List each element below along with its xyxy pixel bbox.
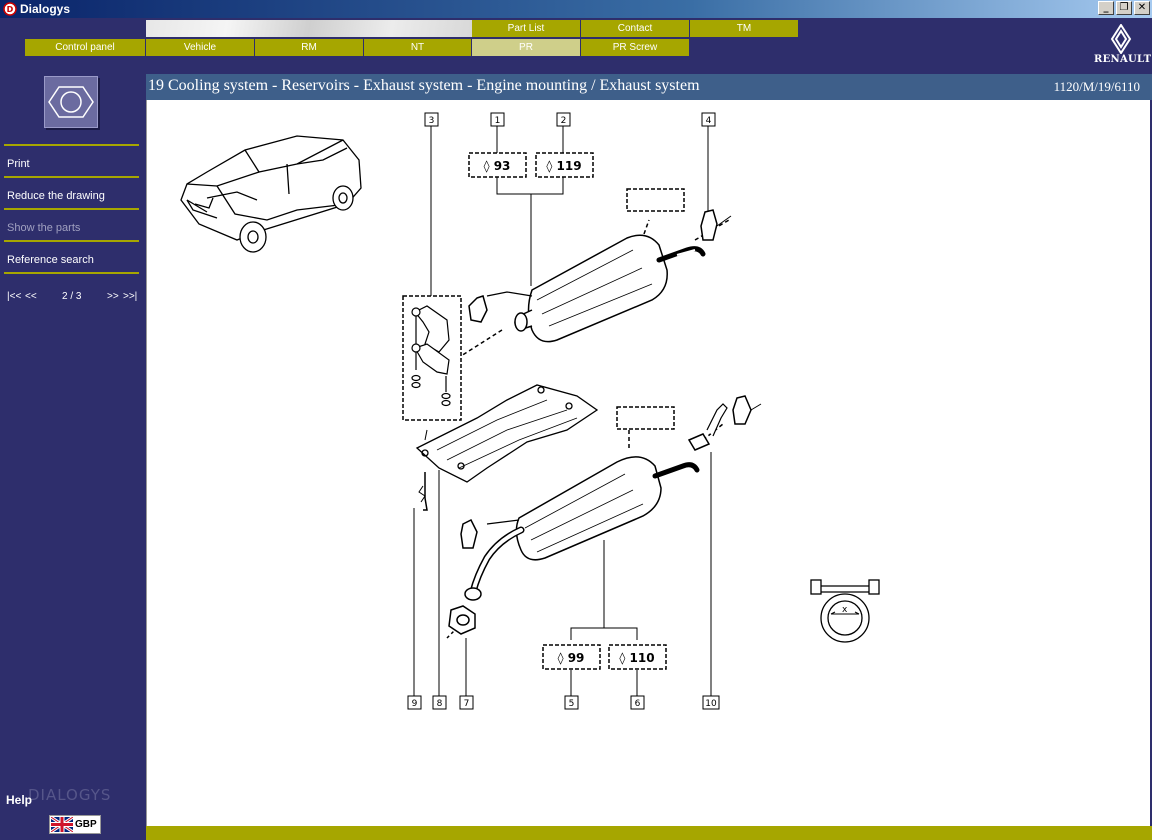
next-page-button[interactable]: >> bbox=[107, 291, 119, 302]
svg-text:9: 9 bbox=[412, 699, 418, 709]
prev-page-button[interactable]: << bbox=[25, 291, 37, 302]
empty-quantity-box bbox=[616, 406, 675, 430]
tab-part-list[interactable]: Part List bbox=[472, 20, 581, 37]
callout-10: 10 bbox=[702, 695, 720, 710]
close-button[interactable]: ✕ bbox=[1134, 1, 1150, 15]
leader-lines bbox=[413, 126, 712, 696]
minimize-button[interactable]: _ bbox=[1098, 1, 1114, 15]
brand-name: RENAULT bbox=[1094, 54, 1152, 65]
svg-text:4: 4 bbox=[706, 116, 712, 126]
tab-pr[interactable]: PR bbox=[472, 39, 581, 56]
window-title: Dialogys bbox=[20, 2, 71, 16]
header-decoration bbox=[146, 20, 472, 37]
drawing-reference: 1120/M/19/6110 bbox=[1053, 79, 1140, 94]
divider bbox=[4, 240, 139, 242]
clamp-detail: x bbox=[810, 579, 880, 643]
print-link[interactable]: Print bbox=[7, 158, 30, 170]
renault-logo: RENAULT bbox=[1094, 24, 1152, 70]
last-page-button[interactable]: >>| bbox=[123, 291, 138, 302]
svg-text:◊ 93: ◊ 93 bbox=[484, 159, 511, 173]
show-parts-link: Show the parts bbox=[7, 222, 81, 234]
callout-1: 1 bbox=[490, 112, 505, 127]
tab-contact[interactable]: Contact bbox=[581, 20, 690, 37]
rear-silencer-lower bbox=[446, 395, 762, 639]
quantity-119: ◊ 119 bbox=[535, 152, 594, 178]
callout-6: 6 bbox=[630, 695, 645, 710]
vehicle-illustration bbox=[180, 135, 362, 253]
uk-flag-icon bbox=[51, 817, 73, 832]
svg-text:1: 1 bbox=[495, 116, 501, 126]
reduce-drawing-link[interactable]: Reduce the drawing bbox=[7, 190, 105, 202]
callout-4: 4 bbox=[701, 112, 716, 127]
header: Part List Contact TM Control panel Vehic… bbox=[0, 18, 1152, 74]
sidebar: Print Reduce the drawing Show the parts … bbox=[0, 74, 146, 840]
tab-rm[interactable]: RM bbox=[255, 39, 364, 56]
first-page-button[interactable]: |<< bbox=[7, 291, 22, 302]
tab-nt[interactable]: NT bbox=[364, 39, 472, 56]
part-family-icon bbox=[44, 76, 98, 128]
svg-text:2: 2 bbox=[561, 116, 567, 126]
window-controls: _ ❐ ✕ bbox=[1098, 1, 1150, 15]
exhaust-diagram: 3 1 2 4 9 8 7 bbox=[180, 112, 880, 710]
svg-text:3: 3 bbox=[429, 116, 435, 126]
svg-text:◊ 119: ◊ 119 bbox=[546, 159, 581, 173]
callout-2: 2 bbox=[556, 112, 571, 127]
help-link[interactable]: Help bbox=[6, 793, 33, 807]
clamp-kit bbox=[411, 305, 451, 407]
language-code: GBP bbox=[75, 819, 97, 830]
page-title: 19 Cooling system - Reservoirs - Exhaust… bbox=[148, 77, 700, 94]
callout-7: 7 bbox=[459, 695, 474, 710]
drawing-canvas[interactable]: 3 1 2 4 9 8 7 bbox=[146, 100, 1150, 826]
language-selector[interactable]: GBP bbox=[49, 815, 101, 834]
divider bbox=[4, 272, 139, 274]
tab-tm[interactable]: TM bbox=[690, 20, 799, 37]
empty-quantity-box bbox=[626, 188, 685, 212]
restore-button[interactable]: ❐ bbox=[1116, 1, 1132, 15]
tab-vehicle[interactable]: Vehicle bbox=[146, 39, 255, 56]
quantity-99: ◊ 99 bbox=[542, 644, 601, 670]
tab-control-panel[interactable]: Control panel bbox=[25, 39, 146, 56]
reference-search-link[interactable]: Reference search bbox=[7, 254, 94, 266]
svg-text:6: 6 bbox=[635, 699, 641, 709]
clamp-kit-frame bbox=[402, 295, 462, 421]
page-indicator: 2 / 3 bbox=[62, 291, 82, 302]
clamp-dimension-label: x bbox=[842, 605, 848, 615]
quantity-110: ◊ 110 bbox=[608, 644, 667, 670]
app-icon: D bbox=[3, 2, 17, 16]
callout-9: 9 bbox=[407, 695, 422, 710]
svg-text:◊ 99: ◊ 99 bbox=[558, 651, 585, 665]
svg-text:10: 10 bbox=[705, 699, 717, 709]
renault-diamond-icon bbox=[1110, 24, 1132, 54]
window-title-bar: D Dialogys _ ❐ ✕ bbox=[0, 0, 1152, 18]
divider bbox=[4, 144, 139, 146]
dialogys-watermark: DIALOGYS bbox=[28, 786, 112, 804]
callout-5: 5 bbox=[564, 695, 579, 710]
svg-text:5: 5 bbox=[569, 699, 575, 709]
svg-text:7: 7 bbox=[464, 699, 470, 709]
svg-text:◊ 110: ◊ 110 bbox=[619, 651, 654, 665]
content-header: 19 Cooling system - Reservoirs - Exhaust… bbox=[146, 74, 1152, 100]
tab-pr-screw[interactable]: PR Screw bbox=[581, 39, 690, 56]
heat-shield bbox=[415, 384, 599, 511]
callout-3: 3 bbox=[424, 112, 439, 127]
callout-8: 8 bbox=[432, 695, 447, 710]
bottom-status-bar bbox=[146, 826, 1152, 840]
rear-silencer-upper bbox=[460, 209, 732, 357]
svg-text:8: 8 bbox=[437, 699, 443, 709]
quantity-93: ◊ 93 bbox=[468, 152, 527, 178]
svg-text:D: D bbox=[7, 5, 14, 14]
hex-nut-icon bbox=[48, 86, 94, 118]
divider bbox=[4, 176, 139, 178]
divider bbox=[4, 208, 139, 210]
